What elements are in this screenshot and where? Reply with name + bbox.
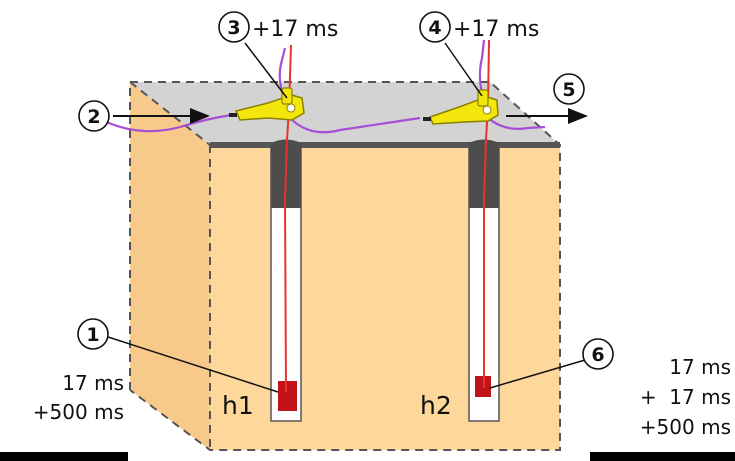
timing-left-line1: 17 ms bbox=[62, 371, 124, 395]
leader-1 bbox=[104, 335, 279, 393]
svg-text:3: 3 bbox=[227, 17, 240, 39]
callout-5: 5 bbox=[553, 73, 585, 105]
baseline-left bbox=[0, 452, 128, 461]
shock-tube-link bbox=[289, 116, 421, 134]
block-top-face bbox=[130, 82, 560, 145]
hole-label-h2: h2 bbox=[420, 391, 452, 420]
timing-right-line3: +500 ms bbox=[640, 415, 731, 439]
timing-right: 17 ms + 17 ms +500 ms bbox=[640, 355, 731, 439]
shock-tube-output bbox=[487, 117, 546, 130]
timing-left-line2: +500 ms bbox=[33, 400, 124, 424]
timing-right-line1: 17 ms bbox=[669, 355, 731, 379]
leader-4 bbox=[444, 42, 483, 97]
block-front-face bbox=[210, 145, 560, 450]
svg-text:4: 4 bbox=[428, 17, 441, 39]
svg-text:1: 1 bbox=[86, 324, 99, 346]
delay-label-4: +17 ms bbox=[453, 17, 539, 42]
svg-text:6: 6 bbox=[591, 344, 604, 366]
det-wire-1 bbox=[283, 44, 292, 393]
block-side-face bbox=[130, 82, 210, 450]
charge-1 bbox=[278, 381, 297, 411]
shock-tube-input bbox=[101, 113, 233, 133]
callout-2: 2 bbox=[78, 100, 110, 132]
callout-4: 4 bbox=[419, 11, 451, 43]
leader-3 bbox=[244, 42, 288, 99]
det-wire-2 bbox=[483, 39, 490, 388]
svg-text:2: 2 bbox=[87, 106, 100, 128]
block-outline bbox=[129, 81, 561, 451]
timing-left: 17 ms +500 ms bbox=[33, 371, 124, 424]
callout-6: 6 bbox=[582, 338, 614, 370]
baseline-right bbox=[590, 452, 735, 461]
callout-3: 3 bbox=[218, 11, 250, 43]
hole-label-h1: h1 bbox=[222, 391, 254, 420]
leader-6 bbox=[489, 359, 586, 389]
timing-right-line2: + 17 ms bbox=[640, 385, 731, 409]
delay-label-3: +17 ms bbox=[252, 17, 338, 42]
surface-connector-1 bbox=[229, 87, 305, 121]
surface-connector-2 bbox=[423, 89, 499, 125]
svg-text:5: 5 bbox=[562, 79, 575, 101]
callout-1: 1 bbox=[77, 318, 109, 350]
